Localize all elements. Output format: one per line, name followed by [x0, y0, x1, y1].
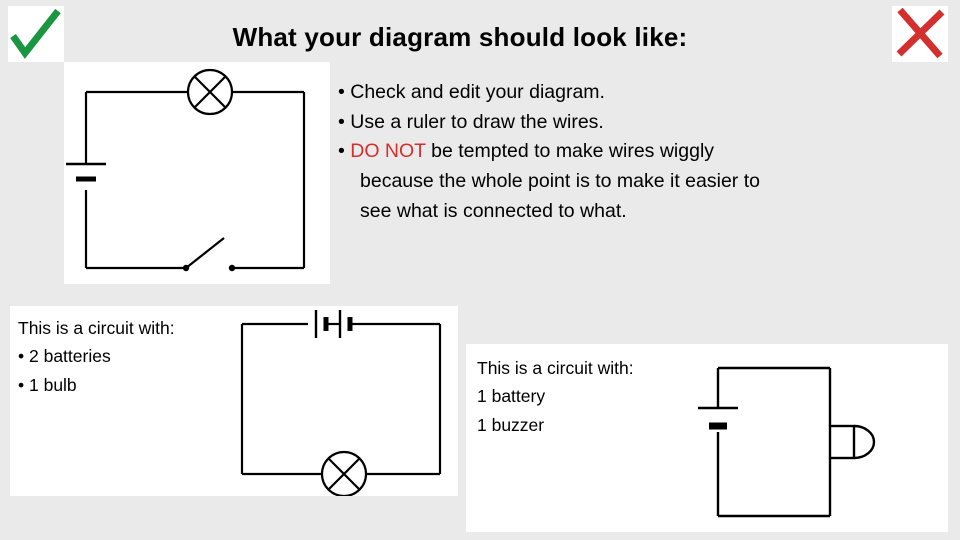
- bottom-left-item-2: • 1 bulb: [18, 374, 77, 395]
- bullet-3-prefix: •: [338, 140, 351, 163]
- buzzer-body: [828, 424, 856, 460]
- bullet-item-1: • Check and edit your diagram.: [338, 81, 605, 103]
- bullet-item-3: • DO NOT be tempted to make wires wiggly: [338, 137, 908, 167]
- cross-mark-box: [892, 6, 948, 62]
- switch-contact-right: [228, 264, 236, 272]
- main-circuit-diagram: [66, 68, 306, 272]
- bottom-right-circuit-diagram: [698, 366, 876, 518]
- bullet-3-suffix: be tempted to make wires wiggly: [425, 140, 715, 163]
- check-mark-icon: [10, 8, 61, 59]
- bullet-list: • Check and edit your diagram. • Use a r…: [338, 78, 908, 226]
- bottom-right-caption-block: This is a circuit with: 1 battery 1 buzz…: [477, 354, 687, 439]
- page-title: What your diagram should look like:: [232, 22, 688, 52]
- lamp-symbol: [186, 68, 234, 116]
- cross-mark-icon: [896, 7, 945, 59]
- bottom-left-caption-block: This is a circuit with: • 2 batteries • …: [18, 314, 228, 399]
- bullet-item-4: because the whole point is to make it ea…: [360, 169, 760, 192]
- bottom-left-item-1: • 2 batteries: [18, 346, 111, 367]
- bullet-3-highlight: DO NOT: [350, 140, 426, 163]
- bottom-right-panel: [466, 344, 948, 532]
- check-mark-box: [8, 6, 64, 62]
- buzzer-horn: [853, 424, 876, 460]
- bottom-right-caption: This is a circuit with:: [477, 358, 634, 378]
- bottom-left-circuit-diagram: [240, 310, 442, 496]
- bottom-left-panel: [10, 306, 458, 496]
- bullet-item-5: see what is connected to what.: [360, 199, 627, 222]
- bottom-left-caption: This is a circuit with:: [18, 318, 175, 338]
- bullet-item-2: • Use a ruler to draw the wires.: [338, 110, 604, 133]
- switch-lever: [185, 237, 225, 269]
- bottom-right-item-1: 1 battery: [477, 386, 546, 407]
- bottom-right-item-2: 1 buzzer: [477, 414, 545, 435]
- main-circuit-panel: [64, 62, 330, 284]
- lamp-symbol: [320, 450, 368, 496]
